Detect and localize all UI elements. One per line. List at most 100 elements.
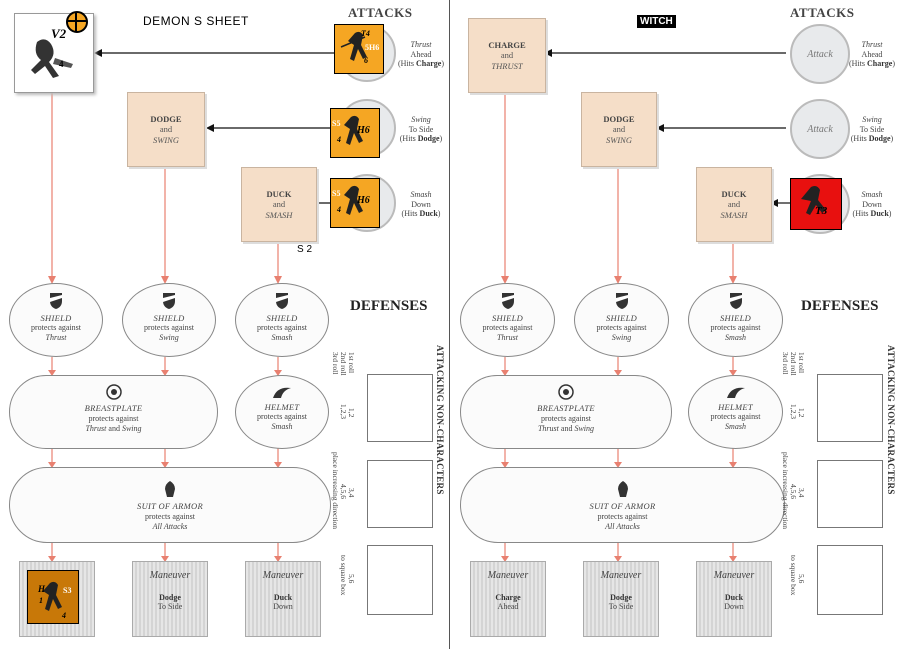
attack-name: Swing [411,115,431,124]
non-character-box-3[interactable] [367,545,433,615]
breastplate[interactable]: BREASTPLATE protects against Thrust and … [460,375,672,449]
maneuver-dodge-swing[interactable]: DODGE and SWING [127,92,205,167]
attack-circle-thrust[interactable]: Attack [790,24,850,84]
roll-range-4: 4,5,6 [789,484,798,499]
maneuver-line2: and [159,124,173,135]
suit-of-armor[interactable]: SUIT OF ARMOR protects against All Attac… [9,467,331,543]
shield-icon [729,293,742,309]
helmet-protects: protects against [257,412,307,422]
attack-circle-label: Attack [807,48,833,60]
attack-circle-label: Attack [807,123,833,135]
roll-note-2: to square box [339,555,348,596]
maneuver-dodge-swing[interactable]: DODGE and SWING [581,92,657,167]
non-character-box-2[interactable] [367,460,433,528]
maneuver-direction: Down [273,602,293,611]
attack-circle-swing[interactable]: Attack [790,99,850,159]
non-character-box-2[interactable] [817,460,883,528]
maneuver-direction: To Side [157,602,183,611]
attack-hits-suffix: ) [892,59,895,69]
attack-counter-thrust[interactable]: T4 5H6 6 [334,24,384,74]
target-marker-icon[interactable] [66,11,88,33]
counter-c: 4 [337,135,341,144]
attack-desc-thrust: Thrust Ahead (Hits Charge) [396,40,446,69]
roll-label-2: 2nd roll [789,352,798,376]
defenses-heading: DEFENSES [350,298,428,314]
shield-swing[interactable]: SHIELD protects against Swing [122,283,216,357]
warrior-figure-icon [344,185,363,215]
maneuver-title: Maneuver [713,570,755,581]
roll-range-1: 1,2 [347,408,356,418]
attack-desc-smash: Smash Down (Hits Duck) [846,190,898,219]
helmet[interactable]: HELMET protects against Smash [235,375,329,449]
helmet-icon [273,387,291,398]
maneuver-line1: DUCK [721,188,747,199]
shield-name: SHIELD [40,312,72,323]
attack-desc-swing: Swing To Side (Hits Dodge) [846,115,898,144]
counter-c: 1 [39,596,43,605]
breastplate-icon [105,384,122,400]
maneuver-charge-box[interactable]: Maneuver Charge Ahead [470,561,546,637]
roll-range-3: 3,4 [347,488,356,498]
breastplate-target-2: Swing [121,424,142,433]
maneuver-charge-thrust[interactable]: CHARGE and THRUST [468,18,546,93]
roll-label-3: 3rd roll [781,352,790,375]
maneuver-direction: To Side [608,602,634,611]
attack-hits-prefix: (Hits [852,209,871,219]
roll-range-2: 1,2,3 [339,404,348,419]
roll-range-5: 5,6 [797,574,806,584]
maneuver-direction: Ahead [497,602,519,611]
maneuver-move: Duck [724,593,744,602]
shield-protects: protects against [257,323,307,333]
attack-hits-prefix: (Hits [849,59,867,69]
non-character-box-1[interactable] [817,374,883,442]
attack-hits-suffix: ) [441,59,444,69]
maneuver-duck-smash[interactable]: DUCK and SMASH [241,167,317,242]
attack-counter-swing[interactable]: S5 H6 4 [330,108,380,158]
shield-icon [163,293,175,309]
attack-hits-target: Charge [867,59,893,69]
maneuver-move: Dodge [159,593,181,602]
attack-name: Smash [410,190,432,199]
breastplate-icon [558,384,574,400]
shield-smash[interactable]: SHIELD protects against Smash [235,283,329,357]
maneuver-dodge-box[interactable]: Maneuver Dodge To Side [132,561,208,637]
demon-sheet: DEMON S SHEET ATTACKS V2 4 DODGE and SWI… [9,5,446,637]
helmet[interactable]: HELMET protects against Smash [688,375,783,449]
warrior-figure-icon [344,115,363,145]
counter-a: S5 [332,119,341,128]
maneuver-line2: and [727,199,741,210]
bottom-counter[interactable]: H S3 1 4 [27,570,79,624]
attack-direction: To Side [859,124,885,134]
shield-icon [276,293,288,309]
breastplate-protects: protects against [541,414,591,423]
maneuver-duck-box[interactable]: Maneuver Duck Down [696,561,772,637]
breastplate[interactable]: BREASTPLATE protects against Thrust and … [9,375,218,449]
shield-protects: protects against [710,323,761,333]
counter-b: H6 [357,195,370,206]
maneuver-duck-smash[interactable]: DUCK and SMASH [696,167,772,242]
suit-name: SUIT OF ARMOR [589,501,656,511]
maneuver-duck-box[interactable]: Maneuver Duck Down [245,561,321,637]
shield-thrust[interactable]: SHIELD protects against Thrust [9,283,103,357]
maneuver-line2: and [500,50,514,61]
breastplate-name: BREASTPLATE [537,403,595,413]
shield-thrust[interactable]: SHIELD protects against Thrust [460,283,555,357]
maneuver-dodge-box[interactable]: Maneuver Dodge To Side [583,561,659,637]
witch-attack-counter[interactable]: T3 [790,178,842,230]
attack-hits-target: Dodge [417,134,440,144]
attack-direction: Down [411,199,431,209]
demon-figure-icon [31,39,73,78]
suit-of-armor[interactable]: SUIT OF ARMOR protects against All Attac… [460,467,785,543]
shield-protects: protects against [144,323,194,333]
roll-range-2: 1,2,3 [789,404,798,419]
breastplate-and: and [558,424,575,433]
counter-a: T4 [361,29,370,38]
shield-name: SHIELD [153,312,185,323]
non-character-box-1[interactable] [367,374,433,442]
counter-c: 6 [364,56,368,65]
shield-smash[interactable]: SHIELD protects against Smash [688,283,783,357]
shield-swing[interactable]: SHIELD protects against Swing [574,283,669,357]
attack-counter-smash[interactable]: S5 H6 4 [330,178,380,228]
non-character-box-3[interactable] [817,545,883,615]
maneuver-move: Charge [495,593,521,602]
